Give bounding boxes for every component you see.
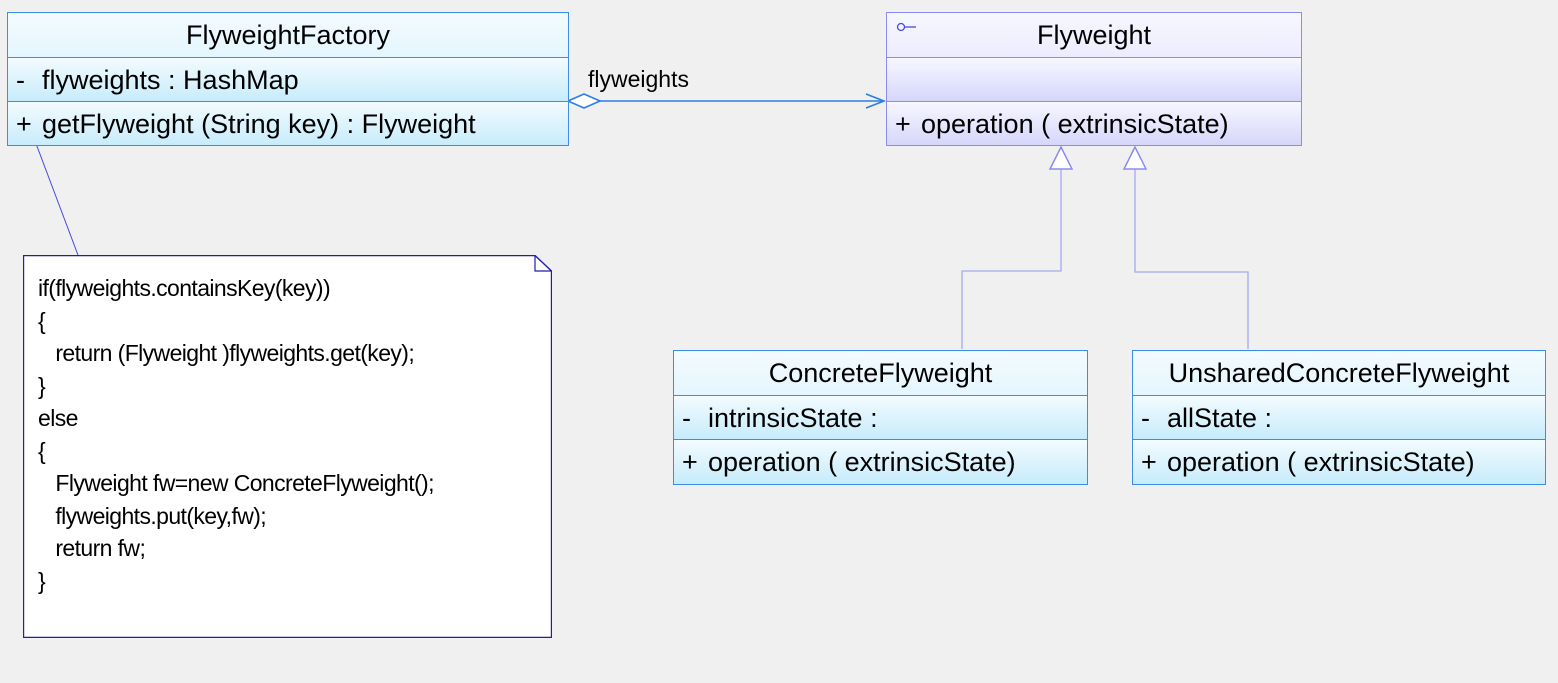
class-name: UnsharedConcreteFlyweight — [1168, 358, 1510, 388]
attribute-compartment: -intrinsicState : — [674, 395, 1087, 439]
association-arrowhead — [865, 93, 887, 109]
operation-operation: operation ( extrinsicState) — [1167, 447, 1475, 477]
attribute-compartment: -flyweights : HashMap — [8, 57, 568, 101]
note-anchor-line — [28, 124, 82, 264]
code-line: return fw; — [38, 535, 146, 561]
operation-compartment: + operation ( extrinsicState) — [887, 101, 1301, 145]
attribute-compartment: -allState : — [1133, 395, 1545, 439]
attribute-intrinsic-state: intrinsicState : — [708, 403, 878, 433]
interface-name: Flyweight — [1036, 20, 1152, 50]
attribute-all-state: allState : — [1167, 403, 1273, 433]
code-line: else — [38, 405, 78, 431]
operation-operation: operation ( extrinsicState) — [921, 109, 1229, 139]
class-name: ConcreteFlyweight — [768, 358, 993, 388]
note-frame — [23, 255, 552, 638]
visibility-public: + — [1141, 447, 1157, 477]
code-line: } — [38, 372, 46, 399]
generalization-concrete-line[interactable] — [961, 169, 1062, 349]
visibility-private: - — [1141, 403, 1150, 433]
aggregation-diamond — [566, 93, 602, 109]
code-note[interactable]: if(flyweights.containsKey(key)) { return… — [23, 255, 552, 638]
code-line: } — [38, 567, 46, 594]
class-unshared-concrete-flyweight[interactable]: UnsharedConcreteFlyweight -allState : + o… — [1132, 350, 1546, 485]
interface-icon — [896, 22, 916, 32]
class-flyweight-factory[interactable]: FlyweightFactory -flyweights : HashMap +… — [7, 12, 569, 146]
code-line: Flyweight fw=new ConcreteFlyweight(); — [38, 470, 434, 496]
operation-compartment: + operation ( extrinsicState) — [1133, 439, 1545, 483]
code-line: return (Flyweight )flyweights.get(key); — [38, 340, 415, 366]
attribute-flyweights: flyweights : HashMap — [42, 65, 299, 95]
visibility-private: - — [16, 65, 25, 95]
visibility-public: + — [682, 447, 698, 477]
visibility-private: - — [682, 403, 691, 433]
association-role-label: flyweights — [588, 66, 689, 92]
class-name: FlyweightFactory — [185, 20, 391, 50]
class-concrete-flyweight[interactable]: ConcreteFlyweight -intrinsicState : + ope… — [673, 350, 1088, 485]
generalization-unshared-arrowhead — [1122, 145, 1148, 170]
visibility-public: + — [895, 109, 911, 139]
operation-operation: operation ( extrinsicState) — [708, 447, 1016, 477]
generalization-concrete-arrowhead — [1048, 145, 1074, 170]
code-line: { — [38, 437, 46, 464]
code-line: { — [38, 307, 46, 334]
operation-compartment: + getFlyweight (String key) : Flyweight — [8, 101, 568, 145]
interface-flyweight[interactable]: Flyweight + operation ( extrinsicState) — [886, 12, 1302, 146]
code-line: if(flyweights.containsKey(key)) — [38, 275, 331, 301]
attribute-compartment — [887, 57, 1301, 101]
operation-get-flyweight: getFlyweight (String key) : Flyweight — [42, 109, 476, 139]
generalization-unshared-line[interactable] — [1134, 169, 1249, 349]
code-line: flyweights.put(key,fw); — [38, 502, 267, 529]
operation-compartment: + operation ( extrinsicState) — [674, 439, 1087, 483]
note-code-text: if(flyweights.containsKey(key)) { return… — [38, 272, 435, 597]
visibility-public: + — [16, 109, 32, 139]
